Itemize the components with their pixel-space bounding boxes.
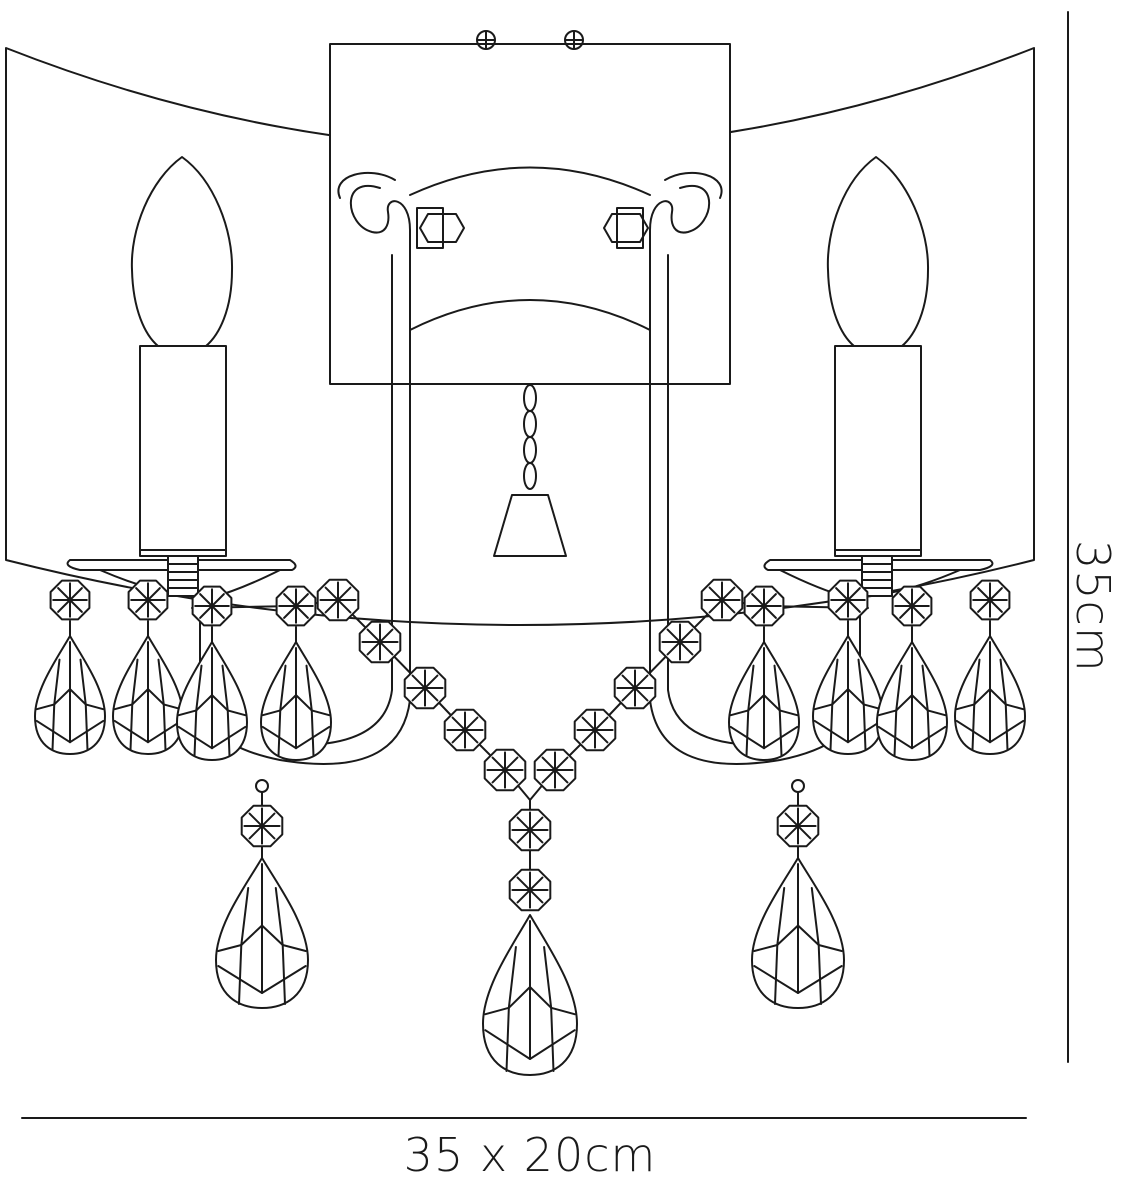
hanger-ring — [791, 779, 805, 793]
octagon-bead — [533, 748, 577, 792]
octagon-bead — [573, 708, 617, 752]
pear-drop-crystal — [751, 857, 845, 1009]
hanger-ring — [255, 779, 269, 793]
octagon-bead — [743, 585, 785, 627]
octagon-bead — [127, 579, 169, 621]
left-candle — [130, 156, 234, 597]
pear-drop-crystal — [215, 857, 309, 1009]
pear-drop-crystal — [34, 635, 106, 755]
octagon-bead — [358, 620, 402, 664]
octagon-bead — [508, 808, 552, 852]
octagon-bead — [891, 585, 933, 627]
octagon-bead — [827, 579, 869, 621]
pear-drops — [34, 635, 1026, 1076]
octagon-bead — [275, 585, 317, 627]
octagon-bead — [49, 579, 91, 621]
octagon-bead — [658, 620, 702, 664]
octagon-bead — [191, 585, 233, 627]
height-dimension-label: 35cm — [1066, 540, 1120, 673]
octagon-bead — [483, 748, 527, 792]
octagon-bead — [240, 804, 284, 848]
octagon-beads — [49, 578, 1011, 912]
pear-drop-crystal — [112, 635, 184, 755]
octagon-bead — [613, 666, 657, 710]
screw-icon — [564, 30, 584, 50]
pear-drop-crystal — [728, 641, 800, 761]
right-candle — [826, 156, 930, 597]
pear-drop-crystal — [482, 914, 578, 1076]
dimension-lines — [21, 11, 1069, 1119]
octagon-bead — [969, 579, 1011, 621]
mounting-nut-icon — [603, 207, 649, 249]
pear-drop-crystal — [812, 635, 884, 755]
screw-icon — [476, 30, 496, 50]
octagon-bead — [776, 804, 820, 848]
octagon-bead — [508, 868, 552, 912]
octagon-bead — [316, 578, 360, 622]
octagon-bead — [443, 708, 487, 752]
center-chain-and-cup — [493, 384, 567, 557]
octagon-bead — [700, 578, 744, 622]
pear-drop-crystal — [954, 635, 1026, 755]
mounting-nut-icon — [416, 207, 465, 249]
pear-drop-crystal — [876, 641, 948, 761]
backplate — [329, 30, 731, 385]
width-dimension-label: 35 x 20cm — [403, 1128, 657, 1182]
octagon-bead — [403, 666, 447, 710]
pear-drop-crystal — [176, 641, 248, 761]
pear-drop-crystal — [260, 641, 332, 761]
